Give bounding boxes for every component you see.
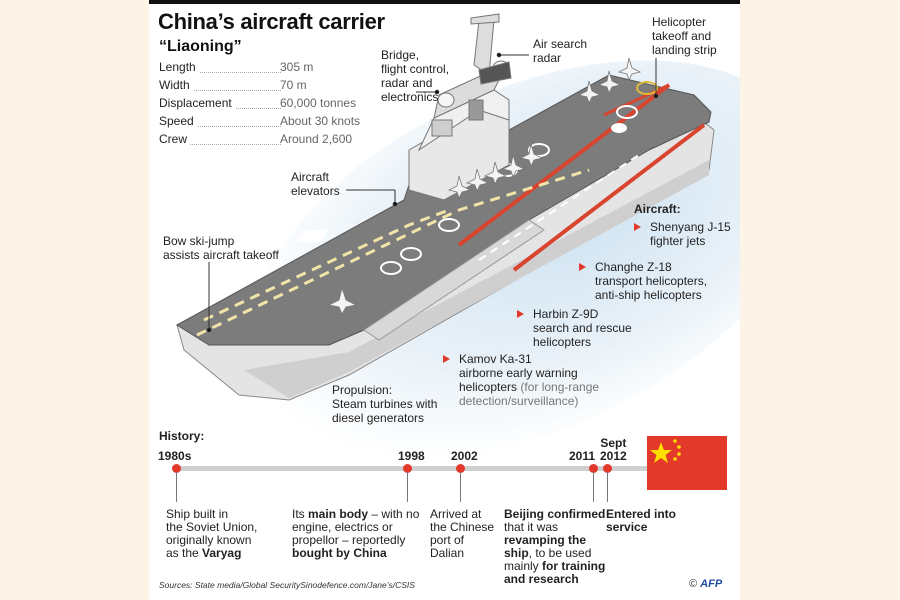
spec-value: About 30 knots bbox=[280, 114, 361, 128]
page-title: China’s aircraft carrier bbox=[158, 9, 385, 34]
description-line: as the Varyag bbox=[166, 546, 242, 560]
description-line: Ship built in bbox=[166, 507, 229, 521]
description-line: Beijing confirmed bbox=[504, 507, 606, 521]
callout-leaders bbox=[206, 52, 659, 333]
spec-label: Displacement bbox=[159, 96, 235, 110]
description-line: and research bbox=[504, 572, 579, 586]
timeline-year: 1980s bbox=[158, 449, 192, 463]
description-line: bought by China bbox=[292, 546, 387, 560]
bullet-triangle-icon bbox=[579, 263, 586, 271]
afp-credit: © AFP bbox=[689, 578, 723, 590]
timeline-stem bbox=[593, 472, 594, 502]
aircraft-heading: Aircraft: bbox=[634, 202, 681, 216]
spec-label: Speed bbox=[159, 114, 197, 128]
timeline-dot bbox=[603, 464, 612, 473]
carrier-illustration bbox=[176, 13, 715, 401]
timeline-year: 2002 bbox=[451, 449, 478, 463]
landing-line bbox=[457, 83, 671, 247]
timeline-dot bbox=[456, 464, 465, 473]
spec-row: Displacement 60,000 tonnes bbox=[159, 96, 359, 114]
parked-jets bbox=[327, 57, 642, 315]
timeline-dot bbox=[172, 464, 181, 473]
flag-stars-icon bbox=[650, 439, 681, 463]
description-line: Its main body – with no bbox=[292, 507, 420, 521]
description-line: Entered into bbox=[606, 507, 677, 521]
spec-label: Length bbox=[159, 60, 199, 74]
spec-value: 305 m bbox=[280, 60, 314, 74]
timeline-bar bbox=[175, 466, 655, 471]
description-line: Dalian bbox=[430, 546, 465, 560]
timeline-dot bbox=[403, 464, 412, 473]
description-line: Arrived at bbox=[430, 507, 482, 521]
timeline-stem bbox=[607, 472, 608, 502]
spec-label: Crew bbox=[159, 132, 191, 146]
description-line: the Soviet Union, bbox=[166, 520, 258, 534]
spec-row: Length 305 m bbox=[159, 60, 359, 78]
history-heading: History: bbox=[159, 429, 205, 443]
sources-note: Sources: State media/Global SecuritySino… bbox=[159, 580, 415, 590]
description-line: originally known bbox=[166, 533, 252, 547]
timeline-dot bbox=[589, 464, 598, 473]
bullet-triangle-icon bbox=[634, 223, 641, 231]
description-line: that it was bbox=[504, 520, 559, 534]
timeline-year: 1998 bbox=[398, 449, 425, 463]
description-line: ship, to be used bbox=[504, 546, 592, 560]
afp-logo: AFP bbox=[700, 578, 723, 590]
spec-label: Width bbox=[159, 78, 193, 92]
timeline-year: Sept 2012 bbox=[600, 436, 627, 463]
spec-row: Speed About 30 knots bbox=[159, 114, 361, 132]
island bbox=[408, 13, 512, 201]
takeoff-line-1 bbox=[196, 168, 590, 337]
description-line: revamping the bbox=[504, 533, 587, 547]
china-flag bbox=[647, 436, 727, 490]
timeline-stem bbox=[460, 472, 461, 502]
description-line: service bbox=[606, 520, 648, 534]
spec-value: 70 m bbox=[280, 78, 307, 92]
spec-row: Crew Around 2,600 bbox=[159, 132, 359, 150]
description-line: engine, electrics or bbox=[292, 520, 393, 534]
description-line: the Chinese bbox=[430, 520, 495, 534]
timeline-year: 2011 bbox=[569, 449, 596, 463]
timeline-stem bbox=[176, 472, 177, 502]
bullet-triangle-icon bbox=[517, 310, 524, 318]
description-line: propellor – reportedly bbox=[292, 533, 406, 547]
infographic-panel: China’s aircraft carrier “Liaoning” Leng… bbox=[149, 0, 740, 600]
description-line: mainly for training bbox=[504, 559, 606, 573]
description-line: port of bbox=[430, 533, 465, 547]
top-bar bbox=[149, 0, 740, 4]
spec-value: Around 2,600 bbox=[280, 132, 353, 146]
takeoff-line-2 bbox=[203, 208, 450, 322]
spec-row: Width 70 m bbox=[159, 78, 359, 96]
spec-value: 60,000 tonnes bbox=[280, 96, 357, 110]
ship-name: “Liaoning” bbox=[159, 38, 242, 55]
bullet-triangle-icon bbox=[443, 355, 450, 363]
timeline-stem bbox=[407, 472, 408, 502]
